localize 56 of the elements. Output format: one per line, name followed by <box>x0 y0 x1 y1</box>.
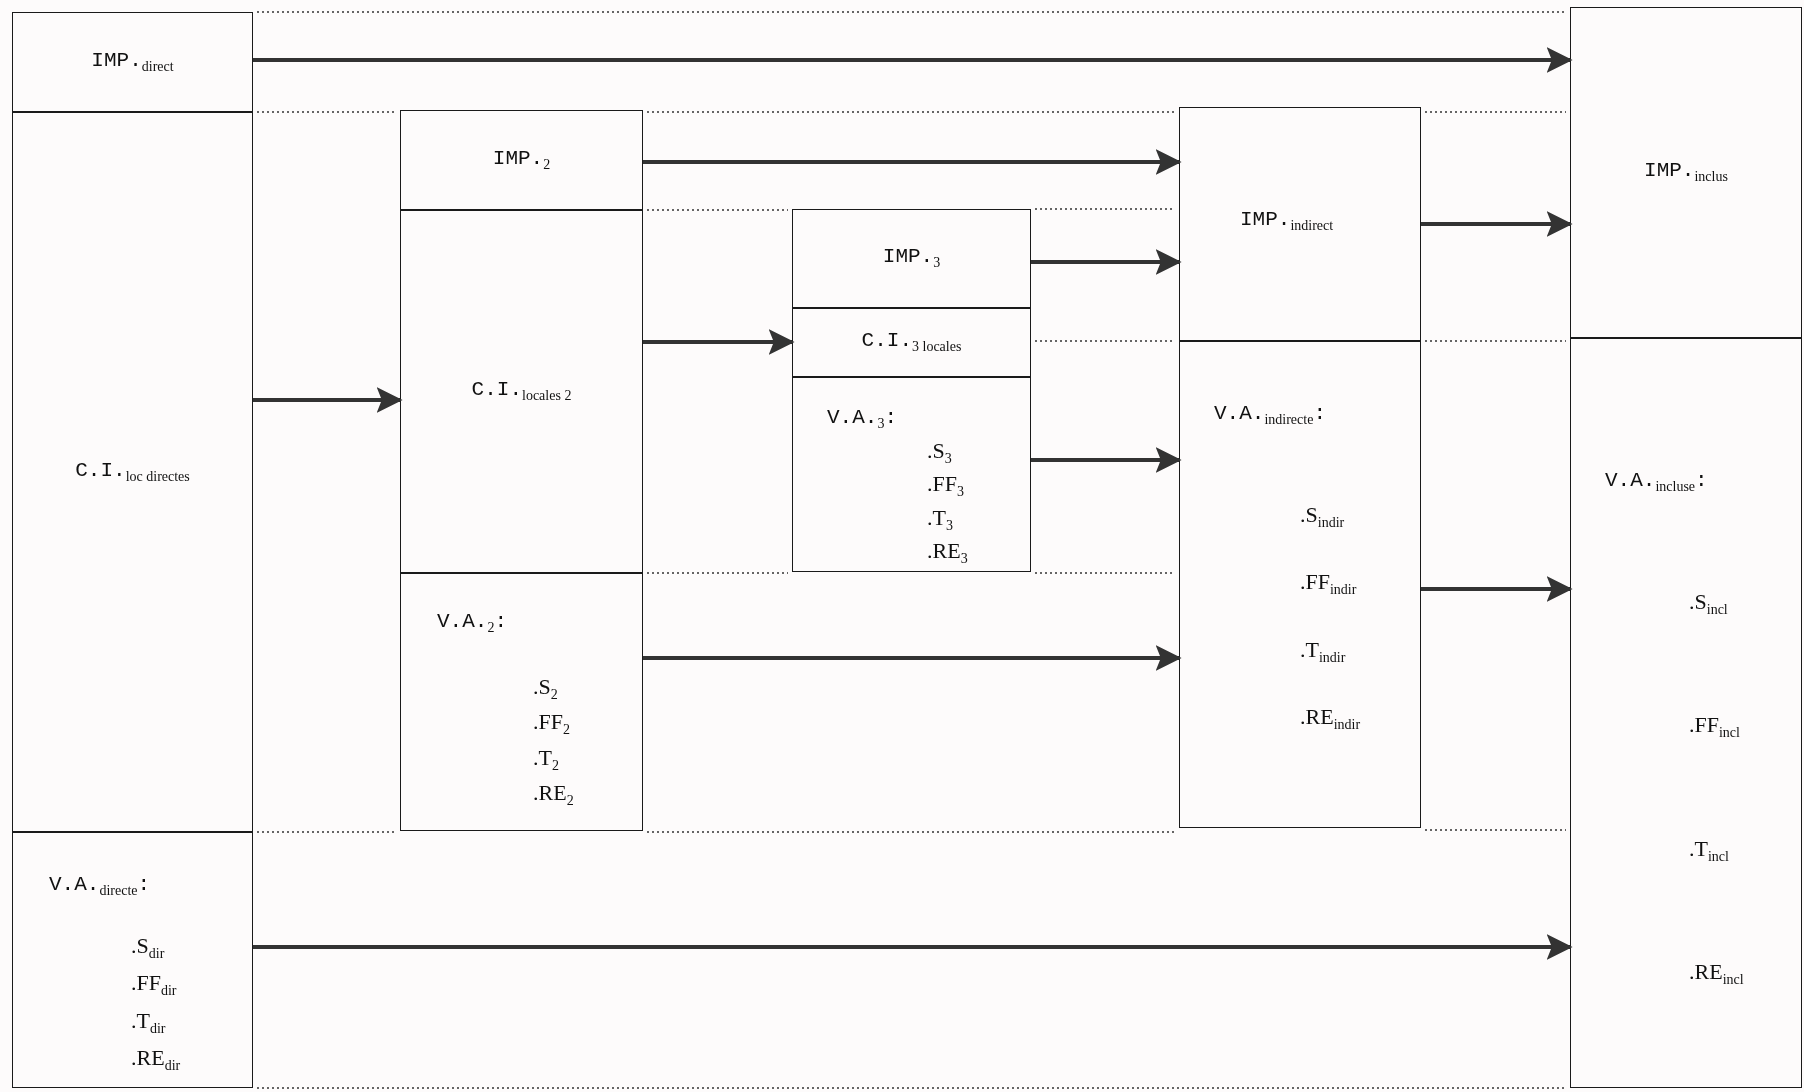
list-item: .S$_{3}$ <box>927 438 953 468</box>
list-item: .RE$_{3}$ <box>927 538 968 568</box>
arrow <box>1031 447 1182 473</box>
arrow <box>643 149 1182 175</box>
process-box <box>1179 341 1421 828</box>
node-heading: V.A.$_{2}$: <box>437 610 508 637</box>
process-box <box>12 832 253 1088</box>
process-box <box>400 110 643 210</box>
node-label: C.I.$_{3 locales}$ <box>861 329 962 356</box>
list-item: .S$_{indir}$ <box>1300 502 1346 532</box>
node-heading: V.A.$_{indirecte}$: <box>1214 402 1326 429</box>
list-item: .T$_{2}$ <box>533 744 560 775</box>
node-label: IMP.$_{indirect}$ <box>1240 208 1334 235</box>
list-item: .FF$_{indir}$ <box>1300 569 1358 599</box>
node-label: C.I.$_{loc directes}$ <box>75 458 190 486</box>
list-item: .RE$_{2}$ <box>533 780 574 810</box>
arrow <box>1421 211 1573 237</box>
arrow <box>643 329 795 355</box>
process-box <box>400 210 643 573</box>
list-item: .FF$_{3}$ <box>927 471 965 501</box>
node-label: IMP.$_{3}$ <box>882 245 941 272</box>
process-box <box>1570 7 1802 338</box>
node-heading: V.A.$_{3}$: <box>827 406 898 433</box>
process-box <box>400 573 643 831</box>
list-item: .FF$_{2}$ <box>533 709 571 739</box>
process-box <box>1570 338 1802 1088</box>
node-label: IMP.$_{direct}$ <box>91 48 174 76</box>
process-box <box>792 209 1031 308</box>
arrow <box>253 387 403 413</box>
list-item: .FF$_{dir}$ <box>131 970 178 1000</box>
node-label: IMP.$_{2}$ <box>492 146 551 174</box>
list-item: .RE$_{indir}$ <box>1300 704 1361 734</box>
arrow <box>1031 249 1182 275</box>
list-item: .T$_{3}$ <box>927 504 954 535</box>
list-item: .RE$_{incl}$ <box>1689 959 1744 989</box>
list-item: .T$_{incl}$ <box>1689 835 1730 866</box>
arrow <box>253 47 1573 73</box>
list-item: .S$_{dir}$ <box>131 933 166 963</box>
node-heading: V.A.$_{incluse}$: <box>1605 469 1708 496</box>
arrow <box>1421 576 1573 602</box>
arrow <box>643 645 1182 671</box>
node-label: C.I.$_{locales 2}$ <box>471 378 572 405</box>
process-box <box>792 308 1031 377</box>
node-label: IMP.$_{inclus}$ <box>1644 159 1728 186</box>
process-box <box>1179 107 1421 341</box>
list-item: .S$_{2}$ <box>533 674 559 704</box>
node-heading: V.A.$_{directe}$: <box>49 873 151 900</box>
process-box <box>12 112 253 832</box>
process-box <box>792 377 1031 572</box>
list-item: .T$_{dir}$ <box>131 1007 167 1038</box>
list-item: .S$_{incl}$ <box>1689 589 1729 619</box>
process-box <box>12 12 253 112</box>
arrow <box>253 934 1573 960</box>
list-item: .FF$_{incl}$ <box>1689 712 1741 742</box>
list-item: .T$_{indir}$ <box>1300 636 1347 667</box>
list-item: .RE$_{dir}$ <box>131 1045 181 1075</box>
